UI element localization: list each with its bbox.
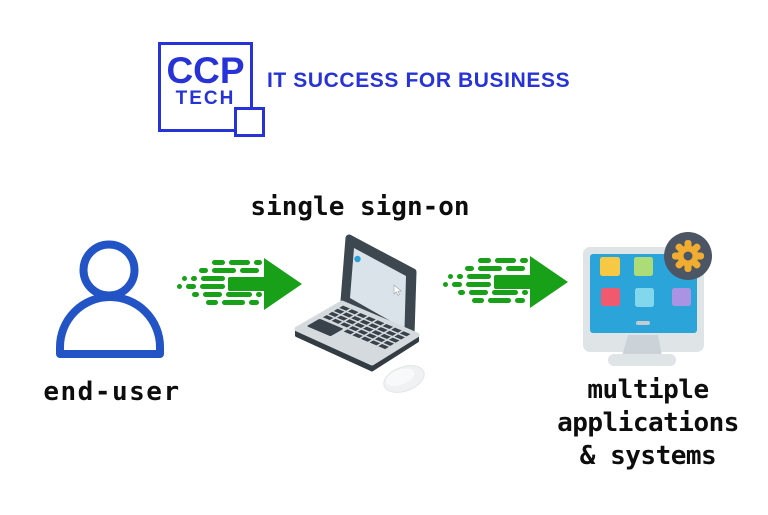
- monitor-stand-base: [608, 354, 676, 366]
- app-tile-red: [601, 288, 620, 306]
- laptop-screen: [350, 248, 406, 329]
- logo-text-tech: TECH: [175, 88, 236, 109]
- user-head: [79, 240, 139, 300]
- arrow-head: [530, 256, 568, 308]
- user-body: [56, 293, 164, 358]
- end-user-label: end-user: [43, 377, 181, 407]
- logo-accent-square: [234, 107, 265, 137]
- mouse-icon: [383, 365, 425, 393]
- target-label-line3: & systems: [579, 441, 717, 471]
- screen-dot: [354, 255, 361, 263]
- target-label-line2: applications: [557, 408, 739, 438]
- end-user-strokes: [56, 240, 164, 358]
- logo-text-ccp: CCP: [166, 50, 245, 91]
- gear-hole: [683, 251, 693, 261]
- arrow-shapes: [443, 256, 568, 308]
- app-tile-cyan: [635, 288, 654, 307]
- laptop-keyboard: [307, 305, 411, 350]
- app-tile-green: [634, 257, 653, 276]
- laptop-touchpad: [307, 319, 343, 336]
- tagline: IT SUCCESS FOR BUSINESS: [267, 69, 571, 92]
- end-user-icon: [56, 240, 164, 358]
- arrow-head: [264, 258, 302, 310]
- sso-label: single sign-on: [250, 192, 470, 222]
- cursor-icon: [393, 284, 402, 296]
- target-label-line1: multiple: [587, 375, 709, 405]
- arrow-shapes: [177, 258, 302, 310]
- apps-monitor-icon: [583, 232, 712, 366]
- laptop-icon: [294, 234, 425, 393]
- gear-icon: [664, 232, 712, 280]
- app-tile-purple: [672, 288, 691, 306]
- monitor-stand: [622, 335, 662, 356]
- target-label: multiple applications & systems: [535, 374, 761, 473]
- app-tile-yellow: [600, 257, 620, 276]
- logo-outer-square: CCP TECH: [158, 42, 253, 132]
- speed-arrow-icon-left: [177, 258, 302, 310]
- speed-arrow-icon-right: [443, 256, 568, 308]
- monitor-speaker-dash: [636, 321, 650, 325]
